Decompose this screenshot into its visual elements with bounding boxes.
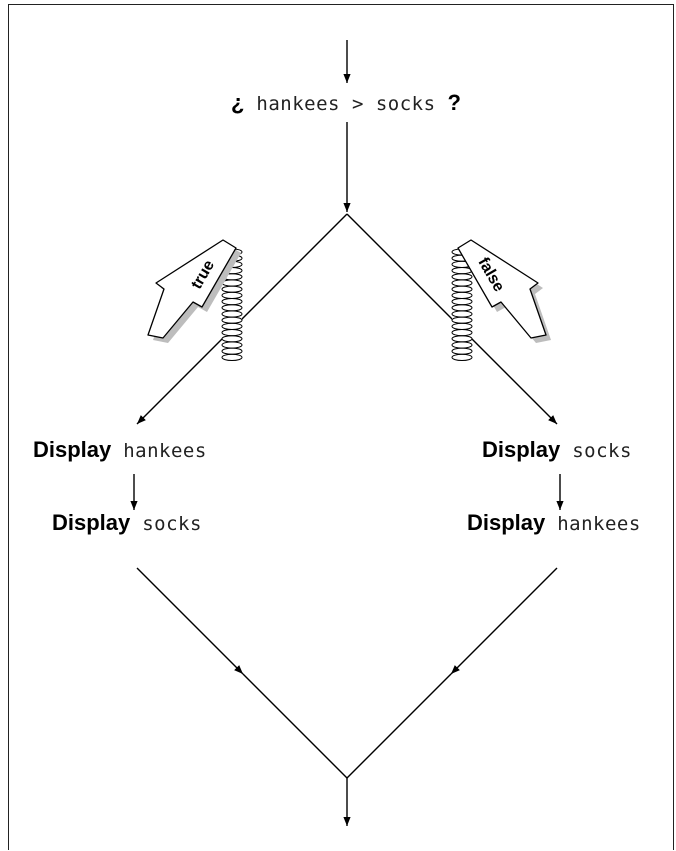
true-merge-arrow-head (136, 567, 244, 675)
false-merge-line (346, 673, 452, 779)
true-step2-keyword: Display (52, 510, 131, 535)
false-step2: Display hankees (467, 510, 641, 535)
false-step2-value: hankees (557, 513, 641, 535)
false-step1: Display socks (482, 437, 632, 462)
condition-open-symbol: ¿ (231, 90, 244, 115)
condition-left-operand: hankees (256, 93, 340, 115)
true-tag: true (147, 239, 243, 361)
spring-coil (221, 353, 243, 361)
condition-right-operand: socks (376, 93, 436, 115)
true-merge-line (242, 673, 348, 779)
false-merge-arrow-head (450, 567, 558, 675)
false-step2-keyword: Display (467, 510, 546, 535)
false-step1-keyword: Display (482, 437, 561, 462)
condition-text: ¿ hankees > socks ? (231, 90, 461, 115)
true-step1-keyword: Display (33, 437, 112, 462)
condition-close-symbol: ? (448, 90, 461, 115)
condition-operator: > (352, 93, 364, 115)
false-tag: false (451, 239, 551, 361)
true-step1: Display hankees (33, 437, 207, 462)
true-spring-icon (221, 248, 243, 361)
true-step2-value: socks (142, 513, 202, 535)
true-step1-value: hankees (123, 440, 207, 462)
spring-coil (451, 353, 473, 361)
false-step1-value: socks (572, 440, 632, 462)
true-step2: Display socks (52, 510, 202, 535)
false-arrow-tag-icon (457, 239, 547, 339)
true-arrow-tag-icon (147, 239, 237, 339)
diagram-frame (8, 4, 674, 850)
